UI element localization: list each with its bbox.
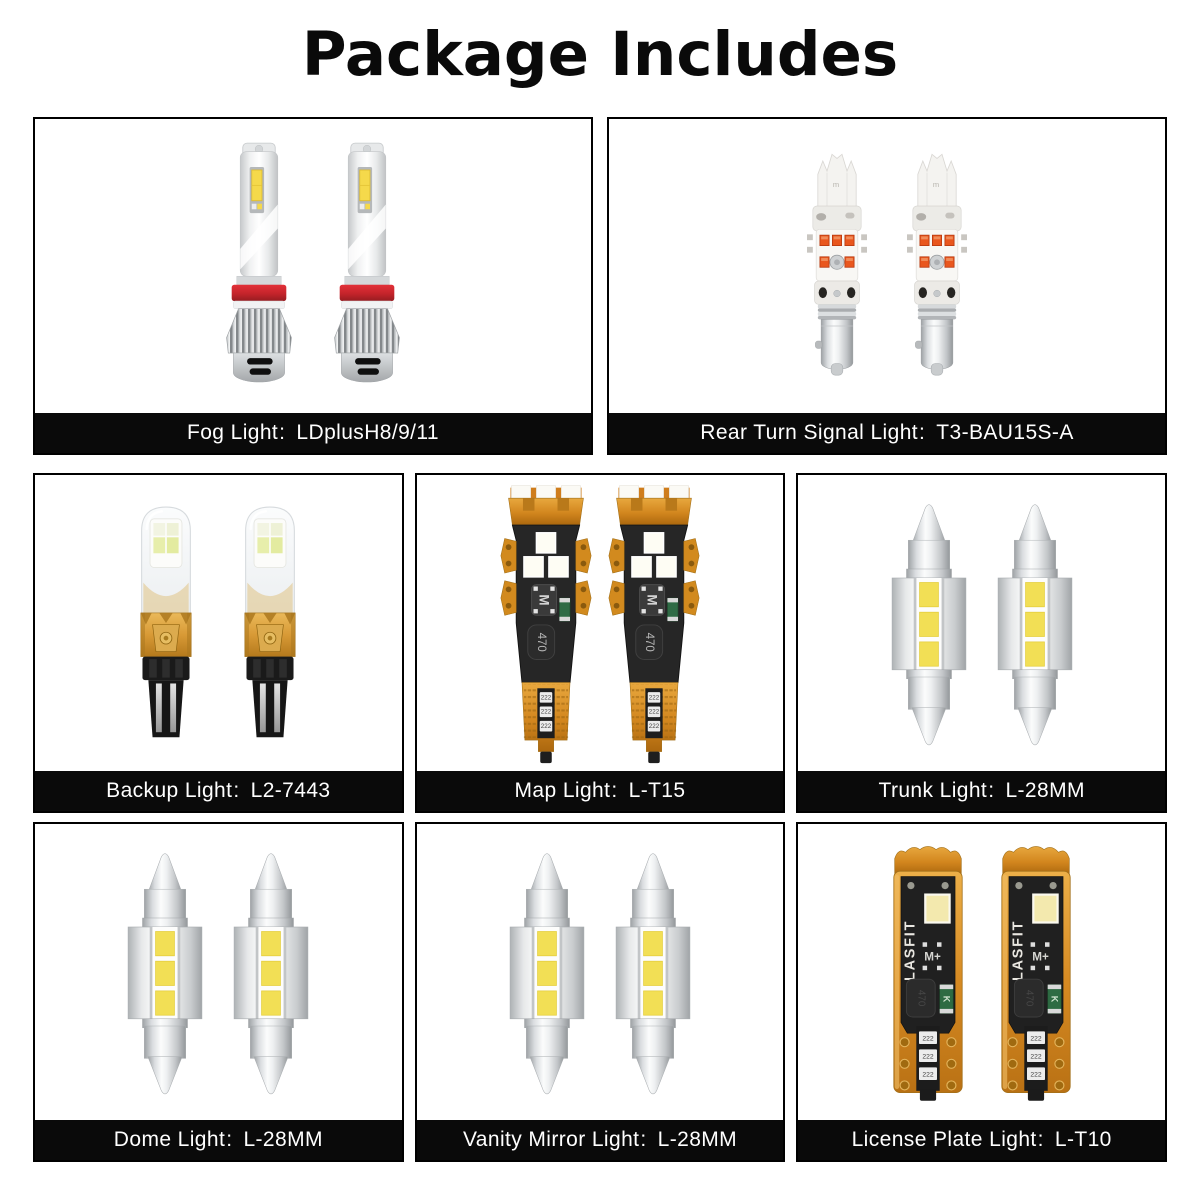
label-value: L-28MM	[1005, 779, 1085, 803]
label-colon: :	[233, 779, 240, 803]
row-1: Fog Light: LDplusH8/9/11 Rear Turn Signal…	[33, 117, 1167, 456]
label-colon: :	[919, 421, 926, 445]
label-value: LDplusH8/9/11	[296, 421, 439, 445]
label-colon: :	[279, 421, 286, 445]
trunk-light-label-bar: Trunk Light: L-28MM	[798, 771, 1166, 812]
dome-festoon-right	[226, 837, 316, 1107]
label-value: L-T10	[1054, 1128, 1112, 1152]
rear-turn-signal-pair	[795, 141, 979, 391]
panel-backup-light: Backup Light: L2-7443	[33, 473, 404, 814]
panel-vanity-mirror-light: Vanity Mirror Light: L-28MM	[414, 822, 786, 1163]
panel-trunk-light: Trunk Light: L-28MM	[796, 473, 1168, 814]
label-value: T3-BAU15S-A	[936, 421, 1074, 445]
license-plate-photo-area	[798, 824, 1165, 1120]
label-colon: :	[611, 779, 618, 803]
panel-map-light: Map Light: L-T15	[414, 473, 786, 814]
rear-turn-signal-photo-area	[609, 119, 1165, 413]
label-colon: :	[1037, 1128, 1044, 1152]
panel-dome-light: Dome Light: L-28MM	[33, 822, 404, 1163]
map-light-label-bar: Map Light: L-T15	[416, 771, 784, 812]
label-colon: :	[226, 1128, 233, 1152]
label-colon: :	[988, 779, 995, 803]
backup-light-pair	[121, 497, 315, 749]
row-2: Backup Light: L2-7443 Map Light: L-T15	[33, 473, 1168, 814]
map-light-photo-area	[417, 475, 784, 771]
trunk-festoon-left	[884, 488, 974, 758]
fog-light-bulb-right	[320, 138, 414, 394]
panel-license-plate-light: License Plate Light: L-T10	[796, 822, 1168, 1163]
license-plate-label-bar: License Plate Light: L-T10	[798, 1120, 1166, 1161]
trunk-festoon-right	[990, 488, 1080, 758]
trunk-light-photo-area	[798, 475, 1165, 771]
dome-light-photo-area	[35, 824, 402, 1120]
page-title: Package Includes	[301, 19, 899, 90]
dome-light-label-bar: Dome Light: L-28MM	[35, 1120, 402, 1161]
label-value: L2-7443	[250, 779, 331, 803]
fog-light-label-bar: Fog Light: LDplusH8/9/11	[35, 413, 591, 454]
label-name: License Plate Light	[851, 1128, 1037, 1152]
fog-light-pair	[212, 138, 414, 394]
label-value: L-28MM	[657, 1128, 738, 1152]
dome-light-pair	[120, 837, 316, 1107]
vanity-mirror-label-bar: Vanity Mirror Light: L-28MM	[416, 1120, 784, 1161]
map-light-pair	[498, 479, 702, 767]
license-bulb-left	[883, 837, 973, 1107]
label-colon: :	[640, 1128, 647, 1152]
panel-rear-turn-signal-light: Rear Turn Signal Light: T3-BAU15S-A	[607, 117, 1167, 456]
label-name: Vanity Mirror Light	[462, 1128, 640, 1152]
label-name: Rear Turn Signal Light	[700, 421, 919, 445]
vanity-festoon-right	[608, 837, 698, 1107]
vanity-festoon-left	[502, 837, 592, 1107]
map-bulb-right	[606, 479, 702, 767]
dome-festoon-left	[120, 837, 210, 1107]
label-name: Fog Light	[187, 421, 279, 445]
backup-bulb-left	[121, 497, 211, 749]
backup-bulb-right	[225, 497, 315, 749]
label-name: Backup Light	[106, 779, 233, 803]
rear-turn-signal-label-bar: Rear Turn Signal Light: T3-BAU15S-A	[609, 413, 1165, 454]
package-includes-graphic: Package Includes Fog Light: LDplusH8/9/11	[33, 19, 1168, 1163]
label-name: Map Light	[514, 779, 611, 803]
backup-light-photo-area	[35, 475, 402, 771]
map-bulb-left	[498, 479, 594, 767]
panel-fog-light: Fog Light: LDplusH8/9/11	[33, 117, 593, 456]
vanity-mirror-pair	[502, 837, 698, 1107]
turn-signal-bulb-left	[795, 141, 879, 391]
row-3: Dome Light: L-28MM Vanity Mirror Light: L-…	[33, 822, 1168, 1163]
label-value: L-28MM	[243, 1128, 323, 1152]
turn-signal-bulb-right	[895, 141, 979, 391]
fog-light-bulb-left	[212, 138, 306, 394]
license-bulb-right	[991, 837, 1081, 1107]
package-grid: Fog Light: LDplusH8/9/11 Rear Turn Signal…	[33, 117, 1168, 1163]
backup-light-label-bar: Backup Light: L2-7443	[35, 771, 402, 812]
license-plate-pair	[883, 837, 1081, 1107]
label-name: Dome Light	[113, 1128, 226, 1152]
label-value: L-T15	[628, 779, 686, 803]
label-name: Trunk Light	[878, 779, 988, 803]
trunk-light-pair	[884, 488, 1080, 758]
vanity-mirror-photo-area	[417, 824, 784, 1120]
fog-light-photo-area	[35, 119, 591, 413]
